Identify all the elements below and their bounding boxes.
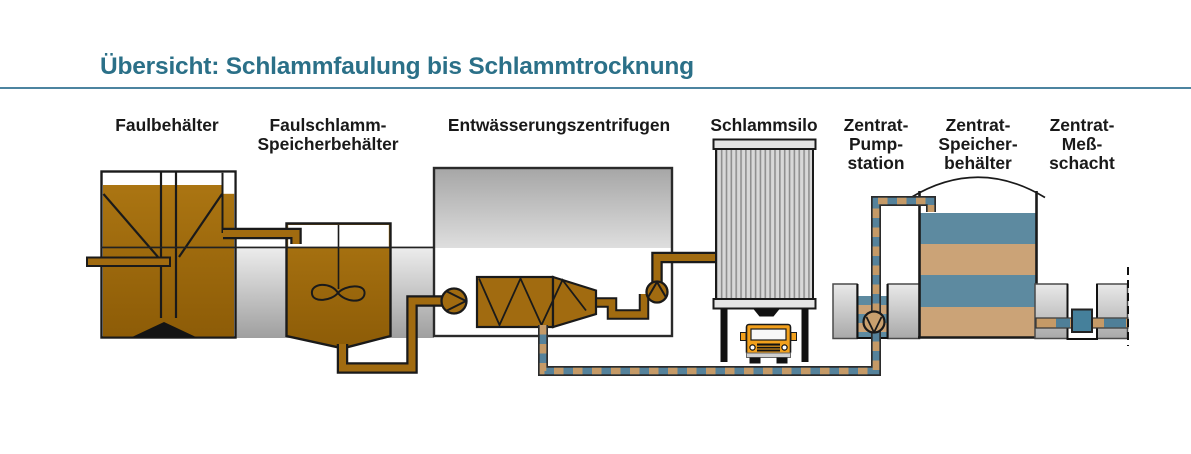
header-rule bbox=[0, 87, 1191, 90]
label-zentrifugen: Entwässerungszentrifugen bbox=[448, 115, 670, 135]
digester-inlet-pipe bbox=[86, 256, 171, 267]
label-faulschlamm-line2: Speicherbehälter bbox=[257, 134, 398, 154]
centrifuge-building bbox=[432, 166, 674, 338]
faulbehaelter-tank bbox=[86, 170, 237, 339]
label-messschacht-line2: Meß- bbox=[1062, 134, 1103, 154]
tank-bottom-sediment bbox=[131, 322, 197, 338]
label-pumpstation-line3: station bbox=[847, 153, 904, 173]
zentrat-pump bbox=[862, 310, 886, 334]
truck bbox=[740, 323, 797, 364]
silo-hopper bbox=[753, 308, 780, 317]
label-speicherbehaelter-line3: behälter bbox=[944, 153, 1012, 173]
label-pumpstation-line2: Pump- bbox=[849, 134, 903, 154]
flow-meter-box bbox=[1071, 308, 1093, 333]
centrate-pipe bbox=[538, 196, 936, 376]
label-messschacht-line1: Zentrat- bbox=[1050, 115, 1115, 135]
tank-roof-arc bbox=[910, 176, 1046, 199]
silo-leg bbox=[720, 308, 728, 362]
label-speicherbehaelter-line2: Speicher- bbox=[938, 134, 1017, 154]
discharge-pump bbox=[645, 280, 669, 304]
label-faulschlamm-line1: Faulschlamm- bbox=[270, 115, 387, 135]
service-band-edge bbox=[101, 246, 434, 249]
label-speicherbehaelter-line1: Zentrat- bbox=[946, 115, 1011, 135]
zentrat-messschacht bbox=[1034, 267, 1129, 346]
faulschlamm-speicher-tank bbox=[285, 222, 392, 349]
schlammsilo bbox=[712, 138, 817, 362]
centrifuge-machine bbox=[475, 275, 598, 329]
silo-leg bbox=[801, 308, 809, 362]
label-pumpstation-line1: Zentrat- bbox=[844, 115, 909, 135]
sludge-pipes bbox=[223, 227, 718, 374]
page-title: Übersicht: Schlammfaulung bis Schlammtro… bbox=[100, 53, 694, 80]
feed-pump bbox=[440, 287, 468, 315]
zentrat-speicher-tank bbox=[910, 176, 1046, 339]
label-faulbehaelter: Faulbehälter bbox=[115, 115, 219, 135]
mixer-icon bbox=[310, 283, 366, 302]
label-messschacht-line3: schacht bbox=[1049, 153, 1115, 173]
label-schlammsilo: Schlammsilo bbox=[710, 115, 817, 135]
